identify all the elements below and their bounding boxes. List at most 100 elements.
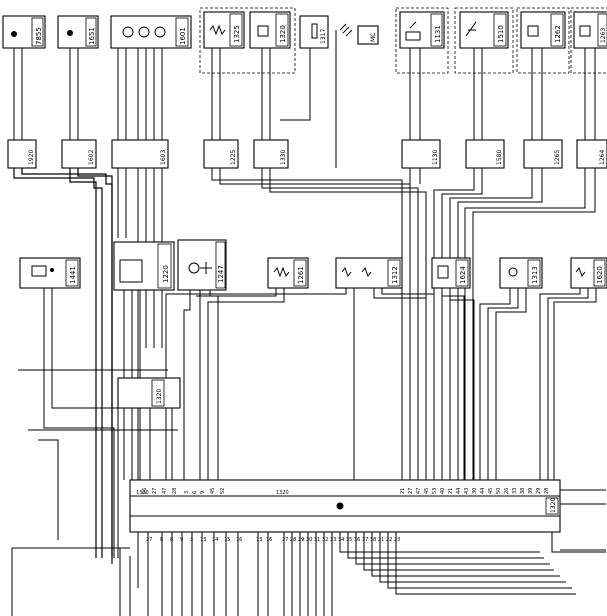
component-c19: 1320 xyxy=(117,377,181,409)
pin-label: 13 xyxy=(200,537,206,543)
component-c8: 1510 xyxy=(459,11,509,49)
component-c11-label: 1441 xyxy=(69,266,77,284)
pin-label: 30 xyxy=(472,488,478,494)
component-c9-label: 1262 xyxy=(554,25,562,43)
component-c7-label: 1131 xyxy=(434,25,442,43)
pin-label: 34 xyxy=(338,537,344,543)
connector-k5-label: 1330 xyxy=(280,150,287,165)
pin-label: 26 xyxy=(504,488,510,494)
connector-k1-label: 1920 xyxy=(28,150,35,165)
pin-label: 29 xyxy=(298,537,304,543)
connector-k6-label: 1130 xyxy=(432,150,439,165)
pin-label: 44 xyxy=(456,488,462,494)
component-c13: 1247 xyxy=(177,239,227,291)
pin-label: 53 xyxy=(432,488,438,494)
connector-k8-label: 1265 xyxy=(554,150,561,165)
connector-k1: 1920 xyxy=(7,139,37,169)
pin-label: 26 xyxy=(142,488,148,494)
component-c3-label: 1601 xyxy=(179,27,187,45)
pin-label: 9 xyxy=(200,491,206,494)
component-c7: 1131 xyxy=(399,11,445,49)
pin-label: 27 xyxy=(146,537,152,543)
pin-label: 47 xyxy=(162,488,168,494)
pin-label: 45 xyxy=(488,488,494,494)
pin-label: 30 xyxy=(306,537,312,543)
pin-label: 22 xyxy=(386,537,392,543)
component-c18: 1620 xyxy=(570,257,607,289)
pin-label: 45 xyxy=(210,488,216,494)
component-c18-label: 1620 xyxy=(596,266,604,284)
pin-label: 38 xyxy=(520,488,526,494)
component-c10-label: 1263 xyxy=(600,28,607,43)
connector-k5: 1330 xyxy=(253,139,289,169)
pin-label: 15 xyxy=(224,537,230,543)
connector-k8: 1265 xyxy=(523,139,563,169)
pin-label: 28 xyxy=(544,488,550,494)
pin-label: 16 xyxy=(266,537,272,543)
ecu-label: 1320 xyxy=(550,498,557,513)
pin-label: 52 xyxy=(220,488,226,494)
component-c6-label: 1317 xyxy=(320,29,327,44)
pin-label: 27 xyxy=(408,488,414,494)
pin-label: 27 xyxy=(282,537,288,543)
component-c2: 1651 xyxy=(57,15,99,49)
ecu-ref-left: 1320 xyxy=(136,490,149,496)
connector-k3-label: 1603 xyxy=(160,150,167,165)
component-c13-label: 1247 xyxy=(217,265,225,283)
pin-label: 13 xyxy=(256,537,262,543)
pin-label: 32 xyxy=(322,537,328,543)
component-c12-label: 1220 xyxy=(162,265,170,283)
pin-label: 47 xyxy=(416,488,422,494)
ecu-ref-right: 1320 xyxy=(276,490,289,496)
pin-label: 43 xyxy=(464,488,470,494)
ecu-block: 1320 1320 1320 xyxy=(129,479,561,533)
component-c11: 1441 xyxy=(19,257,81,289)
connector-k9: 1264 xyxy=(576,139,607,169)
pin-label: 44 xyxy=(480,488,486,494)
connector-k3: 1603 xyxy=(111,139,169,169)
component-c14: 1261 xyxy=(267,257,309,289)
component-c5: 1320 xyxy=(249,11,291,49)
component-c8-label: 1510 xyxy=(497,25,505,43)
ground-symbol xyxy=(336,502,344,510)
fuse-symbol: MC xyxy=(339,23,379,45)
pin-label: 40 xyxy=(440,488,446,494)
pin-label: 35 xyxy=(346,537,352,543)
component-c6: 1317 xyxy=(299,15,329,49)
pin-label: 39 xyxy=(528,488,534,494)
pin-label: 38 xyxy=(370,537,376,543)
pin-label: 37 xyxy=(362,537,368,543)
pin-label: 33 xyxy=(512,488,518,494)
connector-k4: 1225 xyxy=(203,139,239,169)
component-c16: 1624 xyxy=(431,257,471,289)
pin-label: 3 xyxy=(184,491,190,494)
pin-label: 14 xyxy=(212,537,218,543)
component-c15: 1312 xyxy=(335,257,403,289)
component-c14-label: 1261 xyxy=(297,266,305,284)
pin-label: 45 xyxy=(424,488,430,494)
component-c1-label: 7855 xyxy=(35,27,43,45)
pin-label: 6 xyxy=(192,491,198,494)
pin-label: 23 xyxy=(394,537,400,543)
component-c4-label: 1325 xyxy=(233,25,241,43)
pin-label: 28 xyxy=(290,537,296,543)
connector-k7-label: 1580 xyxy=(496,150,503,165)
pin-label: 28 xyxy=(172,488,178,494)
pin-label: 36 xyxy=(354,537,360,543)
component-c1: 7855 xyxy=(2,15,46,49)
component-c17-label: 1313 xyxy=(531,266,539,284)
connector-k6: 1130 xyxy=(401,139,441,169)
component-c4: 1325 xyxy=(203,11,245,49)
pin-label: 33 xyxy=(330,537,336,543)
pin-label: 50 xyxy=(496,488,502,494)
component-c3: 1601 xyxy=(110,15,192,49)
pin-label: 31 xyxy=(314,537,320,543)
pin-label: 21 xyxy=(378,537,384,543)
component-c2-label: 1651 xyxy=(88,27,96,45)
component-c16-label: 1624 xyxy=(459,266,467,284)
component-c12: 1220 xyxy=(113,241,175,291)
component-c9: 1262 xyxy=(520,11,566,49)
connector-k7: 1580 xyxy=(465,139,505,169)
fuse-label: MC xyxy=(370,33,377,42)
